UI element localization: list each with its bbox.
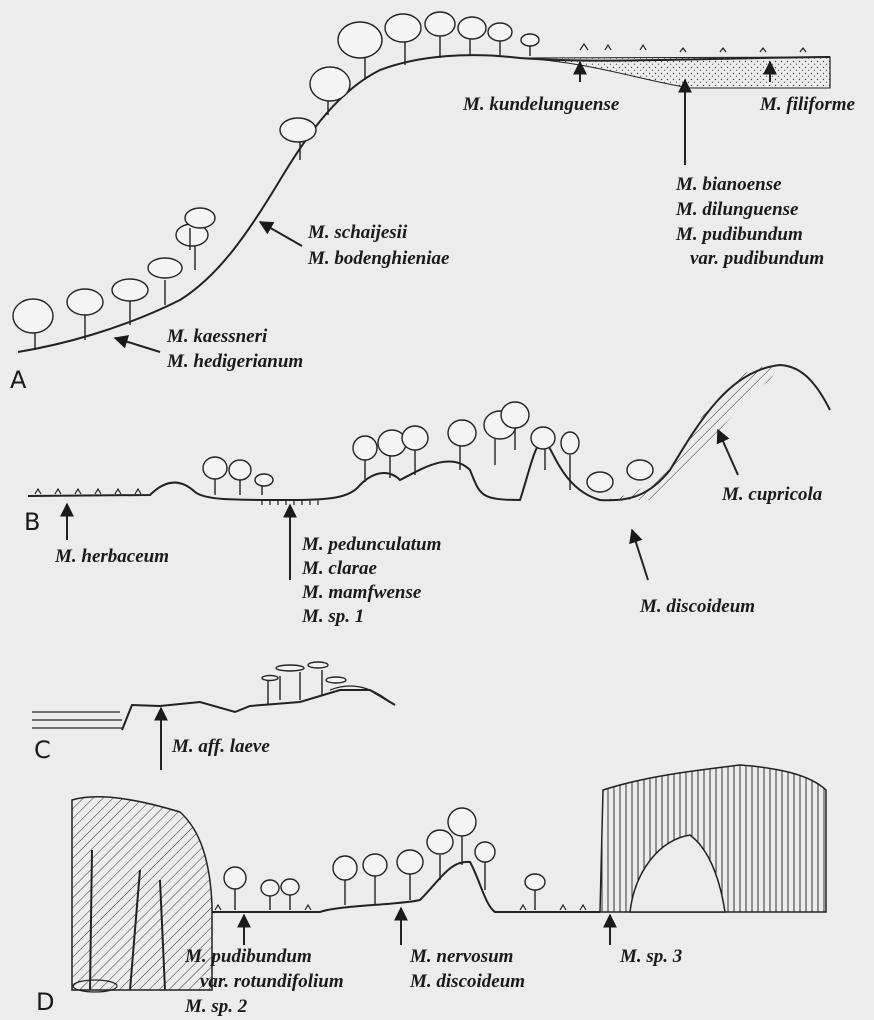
panel-b-grass-tufts xyxy=(35,489,141,494)
panel-c: M. aff. laeve C xyxy=(32,662,395,770)
panel-c-trees xyxy=(262,662,390,705)
label-a-kundelunguense: M. kundelunguense xyxy=(462,94,620,115)
label-d-sp2: M. sp. 2 xyxy=(184,996,248,1017)
label-a-pudibundum: M. pudibundum xyxy=(675,224,803,245)
panel-b-trees xyxy=(203,402,653,495)
label-d-var-rotundifolium: var. rotundifolium xyxy=(200,971,344,992)
panel-a-sand-deposit xyxy=(520,57,830,88)
panel-b-hillside-hatching xyxy=(600,365,780,500)
panel-a: M. kundelunguense M. filiforme M. bianoe… xyxy=(10,12,856,394)
label-d-nervosum: M. nervosum xyxy=(409,946,513,967)
panel-b: M. herbaceum M. pedunculatum M. clarae M… xyxy=(24,365,830,627)
panel-a-trees xyxy=(13,12,539,350)
label-a-schaijesii: M. schaijesii xyxy=(307,222,408,243)
panel-d-trees xyxy=(224,808,545,910)
label-d-pudibundum: M. pudibundum xyxy=(184,946,312,967)
label-a-kaessneri: M. kaessneri xyxy=(166,326,268,347)
label-a-hedigerianum: M. hedigerianum xyxy=(166,351,303,372)
label-b-mamfwense: M. mamfwense xyxy=(301,582,422,603)
panel-b-letter: B xyxy=(24,508,40,536)
label-a-dilunguense: M. dilunguense xyxy=(675,199,799,220)
label-b-herbaceum: M. herbaceum xyxy=(54,546,169,567)
label-b-pedunculatum: M. pedunculatum xyxy=(301,534,441,555)
panel-c-terrain xyxy=(122,690,395,730)
label-b-discoideum: M. discoideum xyxy=(639,596,755,617)
panel-c-water-lines xyxy=(32,712,122,728)
panel-a-grass-tufts xyxy=(580,44,806,52)
label-a-bianoense: M. bianoense xyxy=(675,174,782,195)
panel-a-arrows xyxy=(115,62,770,352)
label-a-bodenghieniae: M. bodenghieniae xyxy=(307,248,450,269)
panel-d-arrows xyxy=(244,908,610,945)
label-b-sp1: M. sp. 1 xyxy=(301,606,364,627)
label-a-var-pudibundum: var. pudibundum xyxy=(690,248,824,269)
label-b-cupricola: M. cupricola xyxy=(721,484,823,505)
label-a-filiforme: M. filiforme xyxy=(759,94,856,115)
label-d-discoideum: M. discoideum xyxy=(409,971,525,992)
panel-d-letter: D xyxy=(36,988,54,1016)
panel-d: M. pudibundum var. rotundifolium M. sp. … xyxy=(36,765,826,1017)
label-b-clarae: M. clarae xyxy=(301,558,378,579)
panel-c-letter: C xyxy=(34,736,51,764)
panel-a-letter: A xyxy=(10,366,27,394)
label-c-aff-laeve: M. aff. laeve xyxy=(171,736,270,757)
label-d-sp3: M. sp. 3 xyxy=(619,946,682,967)
